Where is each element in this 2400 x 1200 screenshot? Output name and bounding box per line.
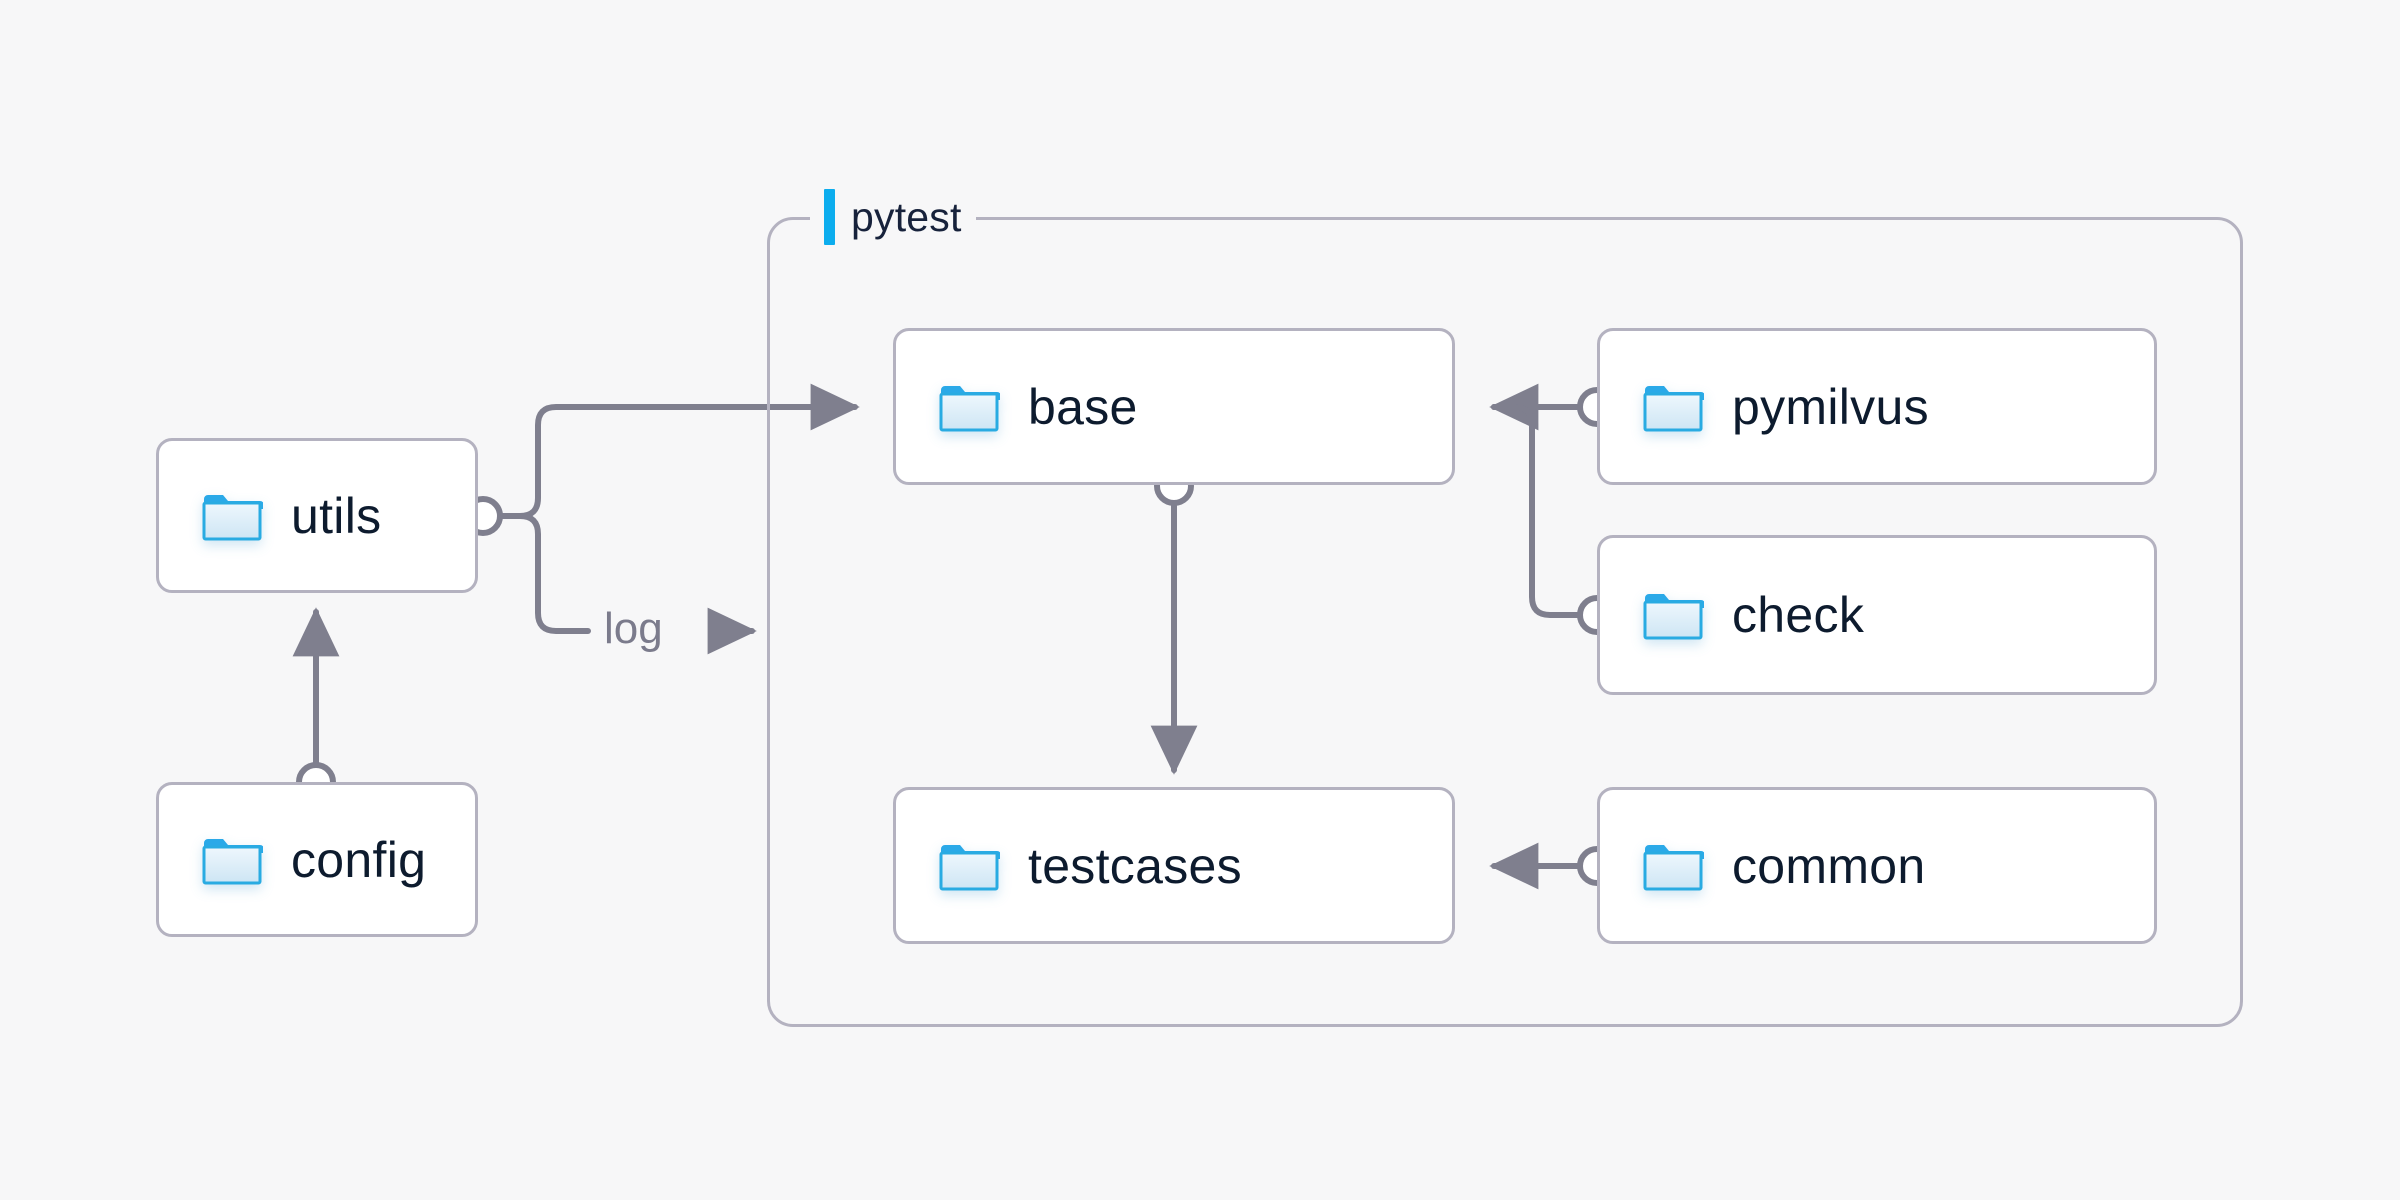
group-pytest[interactable] <box>767 217 2243 1027</box>
folder-icon <box>1642 381 1704 433</box>
folder-icon <box>938 840 1000 892</box>
edge-label-log: log <box>604 604 663 653</box>
node-check[interactable]: check <box>1597 535 2157 695</box>
node-base[interactable]: base <box>893 328 1455 485</box>
node-pymilvus[interactable]: pymilvus <box>1597 328 2157 485</box>
folder-icon <box>1642 840 1704 892</box>
group-pytest-label-text: pytest <box>851 193 962 240</box>
folder-icon <box>201 490 263 542</box>
node-check-label: check <box>1732 587 1865 643</box>
node-config-label: config <box>291 831 427 888</box>
group-pytest-label: pytest <box>810 186 976 248</box>
node-testcases-label: testcases <box>1028 837 1242 894</box>
node-config[interactable]: config <box>156 782 478 937</box>
node-base-label: base <box>1028 378 1138 435</box>
node-utils[interactable]: utils <box>156 438 478 593</box>
folder-icon <box>1642 589 1704 641</box>
node-utils-label: utils <box>291 487 382 544</box>
accent-bar-icon <box>824 189 835 245</box>
node-testcases[interactable]: testcases <box>893 787 1455 944</box>
node-common-label: common <box>1732 837 1926 894</box>
node-common[interactable]: common <box>1597 787 2157 944</box>
node-pymilvus-label: pymilvus <box>1732 378 1929 435</box>
edge-utils-to-pytest-log-stub <box>497 513 591 634</box>
folder-icon <box>938 381 1000 433</box>
folder-icon <box>201 834 263 886</box>
